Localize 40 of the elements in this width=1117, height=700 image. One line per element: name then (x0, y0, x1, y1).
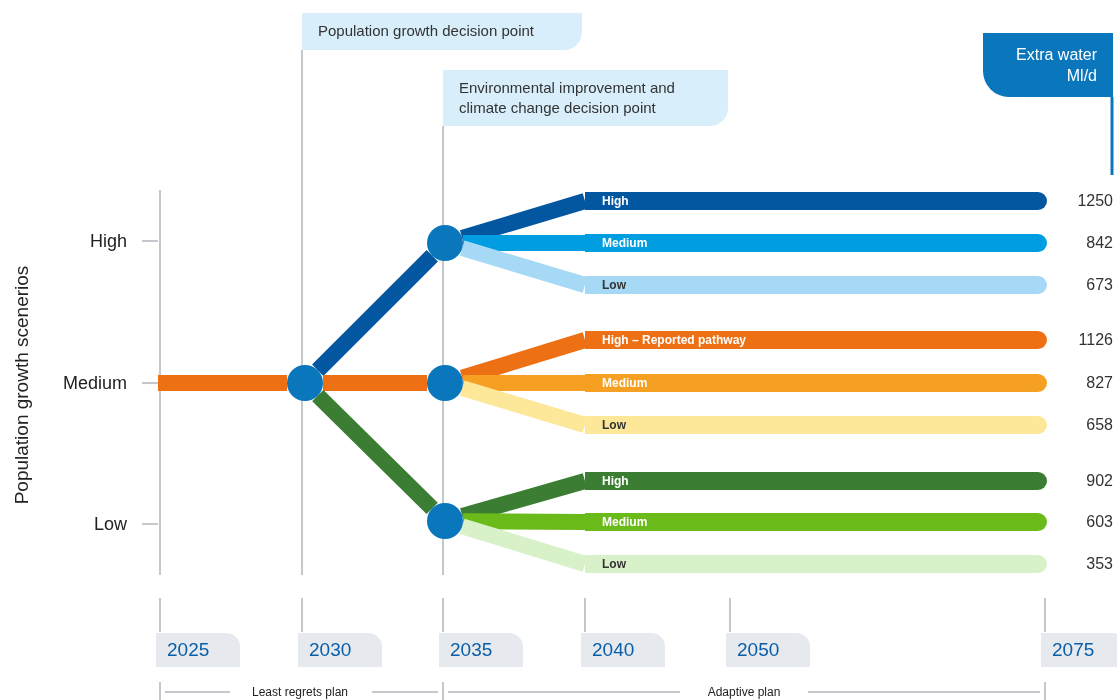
value-label: 1250 (1076, 191, 1113, 211)
pathway-bar: Medium (585, 513, 1047, 531)
pathway-bar: High – Reported pathway (585, 331, 1047, 349)
pathway-line (312, 250, 438, 376)
year-tab: 2030 (298, 633, 382, 667)
value-label: 902 (1085, 471, 1113, 491)
value-label: 673 (1085, 275, 1113, 295)
decision-point-callout: Environmental improvement and climate change decision point (443, 70, 728, 126)
axis-label: Medium (62, 372, 127, 394)
axis-label: Low (93, 513, 127, 535)
pathway-bar: Low (585, 416, 1047, 434)
year-tab: 2040 (581, 633, 665, 667)
axis-title: Population growth scenerios (10, 265, 33, 505)
pathway-line (158, 375, 287, 391)
axis-label: High (89, 230, 127, 252)
plan-label: Adaptive plan (707, 685, 781, 699)
year-tab: 2025 (156, 633, 240, 667)
pathway-line (323, 375, 427, 391)
pathway-bar: High (585, 192, 1047, 210)
year-tab: 2075 (1041, 633, 1117, 667)
plan-label: Least regrets plan (251, 685, 349, 699)
value-label: 658 (1085, 415, 1113, 435)
decision-point-callout: Population growth decision point (302, 13, 582, 50)
pathway-bar: Low (585, 276, 1047, 294)
value-label: 353 (1085, 554, 1113, 574)
pathway-line (463, 235, 585, 251)
value-label: 842 (1085, 233, 1113, 253)
value-label: 1126 (1077, 330, 1113, 350)
pathway-line (463, 375, 585, 391)
value-label: 603 (1085, 512, 1113, 532)
pathway-bar: High (585, 472, 1047, 490)
pathway-bar: Low (585, 555, 1047, 573)
value-label: 827 (1085, 373, 1113, 393)
year-tab: 2035 (439, 633, 523, 667)
pathway-bar: Medium (585, 234, 1047, 252)
column-header: Extra water Ml/d (983, 33, 1113, 97)
year-tab: 2050 (726, 633, 810, 667)
pathway-bar: Medium (585, 374, 1047, 392)
pathway-line (312, 389, 438, 515)
pathway-line (462, 513, 586, 530)
